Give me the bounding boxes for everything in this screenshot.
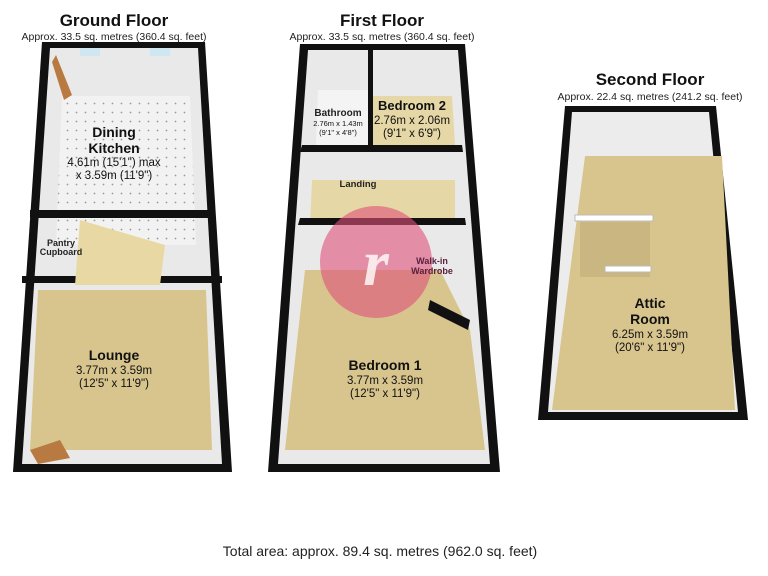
room-dimensions: 3.77m x 3.59m bbox=[76, 365, 152, 377]
kitchen-floor bbox=[56, 96, 196, 245]
floor-title: Second Floor bbox=[596, 70, 705, 89]
landing-floor bbox=[310, 180, 455, 225]
room-dimensions: 3.77m x 3.59m bbox=[347, 375, 423, 387]
total-area: Total area: approx. 89.4 sq. metres (962… bbox=[223, 543, 537, 559]
watermark-letter: r bbox=[363, 227, 390, 300]
room-name: Cupboard bbox=[40, 247, 83, 257]
watermark-logo bbox=[320, 206, 432, 318]
room-name: Bedroom 2 bbox=[378, 98, 446, 113]
room-dimensions: (9'1" x 6'9") bbox=[383, 128, 441, 140]
room-dimensions: x 3.59m (11'9") bbox=[76, 170, 153, 182]
bedroom2-floor bbox=[372, 96, 455, 145]
floor-area: Approx. 33.5 sq. metres (360.4 sq. feet) bbox=[21, 31, 206, 43]
room-name: Pantry bbox=[47, 238, 75, 248]
staircase bbox=[75, 220, 165, 285]
room-dimensions: 2.76m x 1.43m bbox=[313, 119, 363, 128]
floor-title: First Floor bbox=[340, 11, 424, 30]
lounge-floor bbox=[30, 290, 212, 450]
bedroom1-floor bbox=[285, 270, 485, 450]
room-dimensions: 4.61m (15'1") max bbox=[67, 157, 160, 169]
room-name: Dining bbox=[92, 124, 136, 140]
floor-area: Approx. 22.4 sq. metres (241.2 sq. feet) bbox=[557, 91, 742, 103]
room-name: Bedroom 1 bbox=[348, 357, 421, 373]
room-dimensions: (12'5" x 11'9") bbox=[350, 388, 420, 400]
room-dimensions: (9'1" x 4'8") bbox=[319, 128, 357, 137]
room-dimensions: 6.25m x 3.59m bbox=[612, 329, 688, 341]
floor-area: Approx. 33.5 sq. metres (360.4 sq. feet) bbox=[289, 31, 474, 43]
floor-title: Ground Floor bbox=[60, 11, 169, 30]
room-dimensions: (12'5" x 11'9") bbox=[79, 378, 149, 390]
bathroom-floor bbox=[316, 90, 368, 145]
room-name: Wardrobe bbox=[411, 266, 453, 276]
room-name: Room bbox=[630, 311, 670, 327]
room-name: Lounge bbox=[89, 347, 140, 363]
door bbox=[52, 55, 72, 100]
room-name: Walk-in bbox=[416, 256, 448, 266]
room-dimensions: 2.76m x 2.06m bbox=[374, 115, 450, 127]
second-floor-plan: Second Floor Approx. 22.4 sq. metres (24… bbox=[538, 70, 748, 420]
room-name: Landing bbox=[340, 179, 377, 190]
room-name: Bathroom bbox=[314, 108, 361, 119]
room-name: Attic bbox=[634, 295, 665, 311]
first-floor-plan: r First Floor Approx. 33.5 sq. metres (3… bbox=[268, 11, 500, 472]
ground-floor-plan: Ground Floor Approx. 33.5 sq. metres (36… bbox=[13, 11, 232, 472]
room-name: Kitchen bbox=[88, 140, 139, 156]
room-dimensions: (20'6" x 11'9") bbox=[615, 342, 685, 354]
